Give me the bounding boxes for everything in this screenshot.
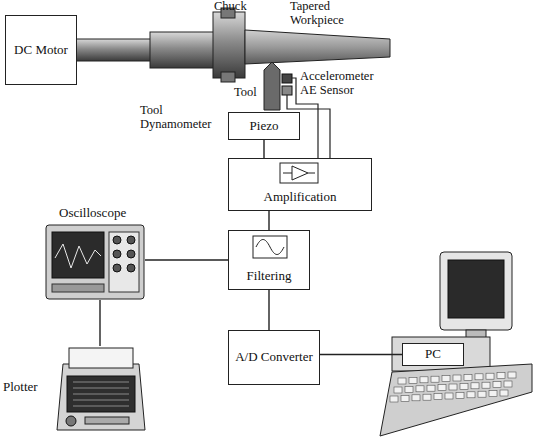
tapered-workpiece bbox=[245, 30, 390, 64]
accelerometer-sensor bbox=[282, 74, 292, 83]
picture-caption: Plotter bbox=[3, 380, 38, 395]
signal-line bbox=[263, 140, 264, 158]
filtering-box: Filtering bbox=[228, 230, 310, 290]
box-label: A/D Converter bbox=[231, 350, 317, 365]
converter-box: A/D Converter bbox=[228, 330, 320, 385]
amplifier-symbol bbox=[279, 162, 319, 186]
keyboard-keys bbox=[390, 372, 516, 402]
pc-box: PC bbox=[402, 343, 464, 366]
part-label: Tapered Workpiece bbox=[290, 0, 354, 28]
oscilloscope: Oscilloscope bbox=[45, 224, 145, 300]
part-label: Tool bbox=[234, 86, 257, 100]
oscilloscope-picture bbox=[45, 224, 145, 300]
amplification-box: Amplification bbox=[228, 158, 372, 211]
sensor-label: AE Sensor bbox=[300, 84, 354, 98]
ae-sensor bbox=[282, 86, 292, 95]
box-label: Amplification bbox=[260, 190, 341, 205]
signal-line bbox=[99, 300, 100, 346]
sensor-label: Accelerometer bbox=[300, 70, 374, 84]
cutting-tool bbox=[264, 62, 280, 110]
part-label: Chuck bbox=[214, 0, 247, 14]
signal-line bbox=[268, 290, 269, 330]
signal-line bbox=[145, 259, 228, 260]
signal-line bbox=[268, 211, 269, 230]
spindle-shaft bbox=[75, 39, 155, 61]
box-label: Piezo bbox=[246, 119, 283, 134]
box-label: Filtering bbox=[243, 269, 296, 284]
spindle-head bbox=[150, 32, 214, 68]
system-unit bbox=[392, 337, 490, 371]
signal-line bbox=[320, 354, 402, 355]
motor-box: DC Motor bbox=[5, 15, 77, 85]
plotter: Plotter bbox=[55, 346, 147, 436]
part-label: Tool Dynamometer bbox=[140, 104, 224, 132]
chuck-jaw bbox=[221, 72, 235, 82]
picture-caption: Oscilloscope bbox=[59, 206, 126, 221]
monitor-screen bbox=[448, 260, 504, 318]
filter-symbol bbox=[252, 235, 288, 261]
keyboard bbox=[380, 364, 532, 436]
piezo-box: Piezo bbox=[228, 112, 300, 140]
chuck bbox=[213, 12, 245, 78]
box-label: DC Motor bbox=[10, 43, 72, 58]
monitor bbox=[440, 252, 512, 330]
plotter-picture bbox=[55, 346, 147, 436]
box-label: PC bbox=[421, 347, 445, 362]
